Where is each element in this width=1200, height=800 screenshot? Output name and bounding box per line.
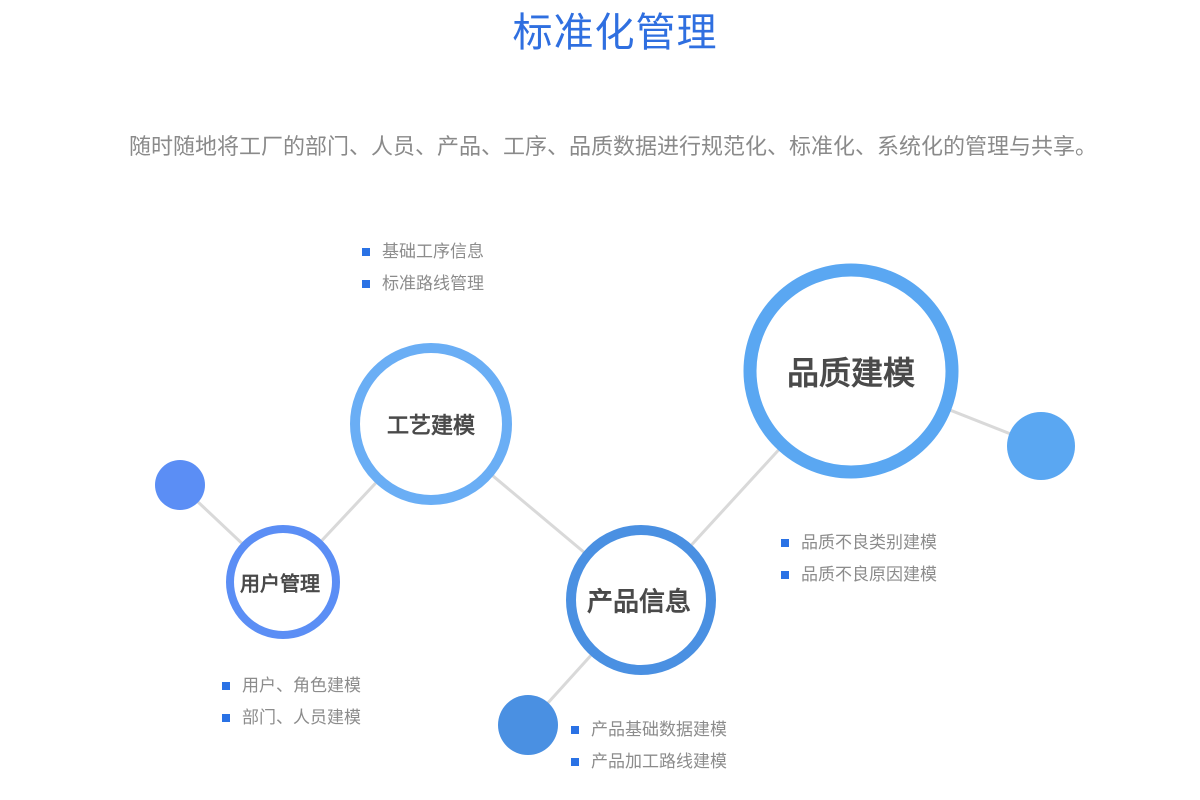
list-item: 用户、角色建模 — [222, 670, 361, 702]
page-title: 标准化管理 — [512, 10, 718, 56]
bullet-icon — [222, 682, 230, 690]
list-item: 基础工序信息 — [362, 236, 484, 268]
dot-left — [155, 460, 205, 510]
node-process-ring — [350, 343, 512, 505]
list-item-text: 用户、角色建模 — [242, 676, 361, 696]
list-item: 产品基础数据建模 — [571, 714, 727, 746]
node-quality-ring — [743, 263, 959, 479]
list-item: 品质不良原因建模 — [781, 559, 937, 591]
dot-right — [1007, 412, 1075, 480]
quality-item-list: 品质不良类别建模 品质不良原因建模 — [781, 527, 937, 591]
list-item-text: 基础工序信息 — [382, 242, 484, 262]
process-item-list: 基础工序信息 标准路线管理 — [362, 236, 484, 300]
node-quality-label: 品质建模 — [786, 354, 916, 392]
list-item-text: 产品加工路线建模 — [591, 752, 727, 772]
bullet-icon — [362, 280, 370, 288]
list-item: 产品加工路线建模 — [571, 746, 727, 778]
product-item-list: 产品基础数据建模 产品加工路线建模 — [571, 714, 727, 778]
list-item: 标准路线管理 — [362, 268, 484, 300]
bullet-icon — [781, 571, 789, 579]
list-item: 品质不良类别建模 — [781, 527, 937, 559]
bullet-icon — [362, 248, 370, 256]
node-product-ring — [566, 525, 716, 675]
list-item-text: 品质不良原因建模 — [801, 565, 937, 585]
node-process-label: 工艺建模 — [386, 414, 476, 439]
node-user-ring — [226, 525, 340, 639]
node-user-label: 用户管理 — [240, 571, 320, 596]
list-item: 部门、人员建模 — [222, 702, 361, 734]
bullet-icon — [222, 714, 230, 722]
node-product-label: 产品信息 — [586, 587, 692, 618]
bullet-icon — [571, 758, 579, 766]
bullet-icon — [781, 539, 789, 547]
list-item-text: 部门、人员建模 — [242, 708, 361, 728]
dot-bottom — [498, 695, 558, 755]
page-subtitle: 随时随地将工厂的部门、人员、产品、工序、品质数据进行规范化、标准化、系统化的管理… — [128, 135, 1097, 160]
list-item-text: 产品基础数据建模 — [591, 720, 727, 740]
list-item-text: 品质不良类别建模 — [801, 533, 937, 553]
user-item-list: 用户、角色建模 部门、人员建模 — [222, 670, 361, 734]
list-item-text: 标准路线管理 — [382, 274, 484, 294]
bullet-icon — [571, 726, 579, 734]
